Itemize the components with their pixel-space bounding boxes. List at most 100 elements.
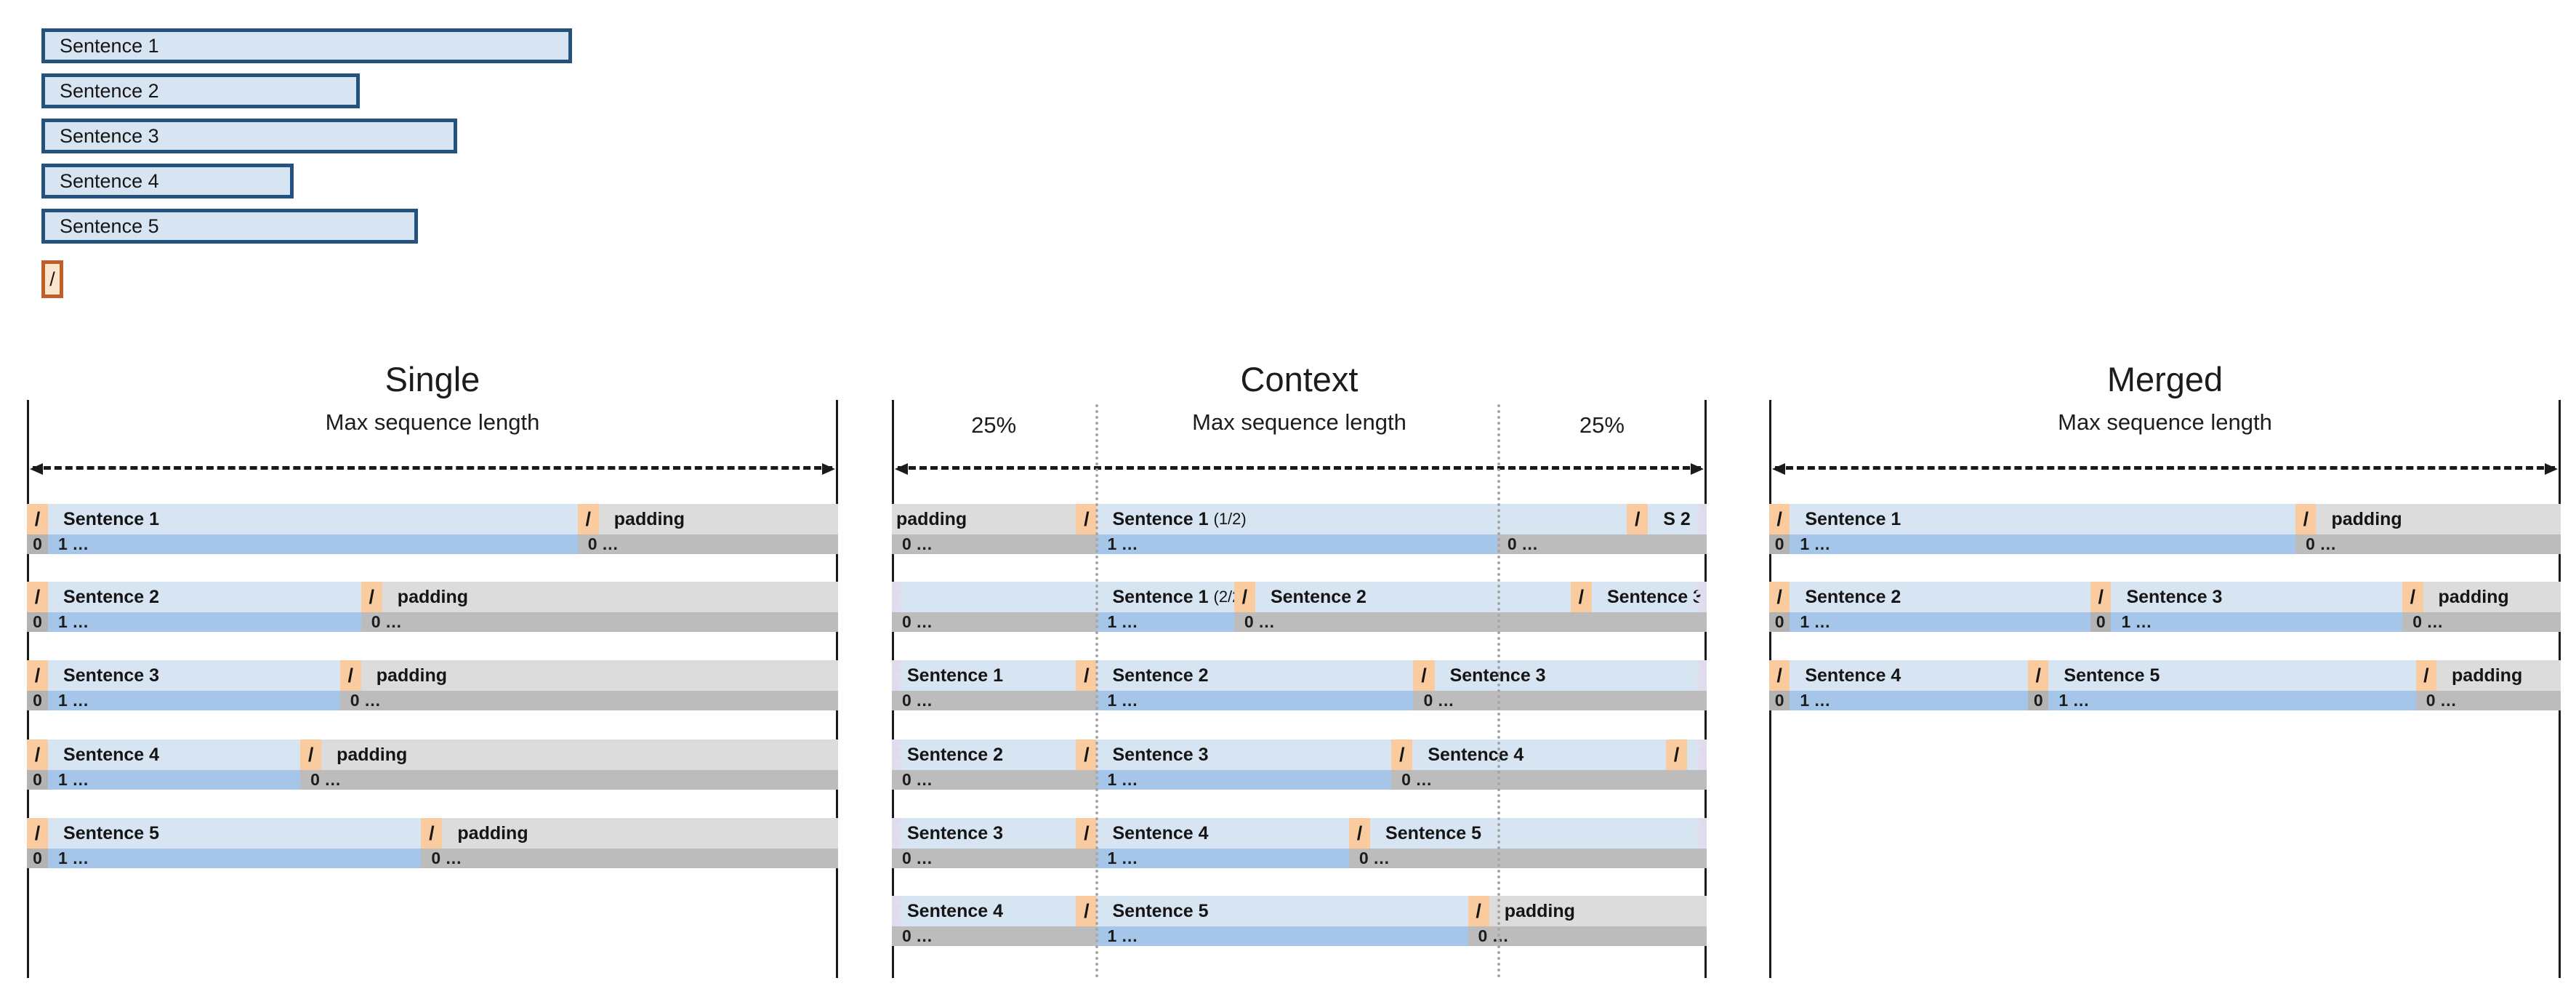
mask-zero-segment: 0 — [1769, 612, 1790, 632]
mask-value: 0 … — [431, 849, 462, 867]
token-label: S 2 — [1663, 508, 1691, 529]
token-label: Sentence 4 — [1428, 744, 1524, 765]
token-label: / — [34, 508, 41, 530]
sentence-segment: S 2 — [1648, 504, 1707, 534]
token-label: padding — [337, 744, 408, 765]
mask-zero-segment: 0 … — [1468, 926, 1707, 946]
mask-value: 1 … — [2058, 691, 2090, 710]
sentence-segment: Sentence 2 — [1097, 660, 1414, 691]
token-label: / — [1084, 508, 1090, 530]
separator-token: / — [2090, 582, 2112, 612]
token-label: Sentence 3 — [2126, 586, 2223, 607]
mask-value: 0 — [1774, 612, 1784, 631]
mask-value: 1 … — [58, 691, 89, 710]
token-label: / — [2098, 585, 2104, 608]
torn-edge-right — [1694, 660, 1707, 691]
separator-token: / — [1076, 504, 1098, 534]
legend-sentence-label: Sentence 5 — [60, 215, 159, 237]
padding-segment: padding — [442, 818, 838, 849]
padding-segment: padding — [2436, 660, 2561, 691]
mask-value: 0 … — [587, 534, 619, 553]
separator-token: / — [1769, 504, 1790, 534]
legend-sentence-bar: Sentence 1 — [41, 28, 572, 63]
mask-zero-segment: 0 — [2090, 612, 2112, 632]
token-label: / — [1241, 585, 1248, 608]
mask-value: 0 … — [902, 849, 933, 867]
mask-one-segment: 1 … — [1097, 534, 1497, 554]
right-context-percent-label: 25% — [1579, 412, 1625, 438]
token-label: / — [1776, 664, 1782, 686]
panel-context: Context Max sequence length 25% 25% padd… — [892, 0, 1707, 994]
mask-value: 0 — [33, 534, 42, 553]
separator-token: / — [1769, 660, 1790, 691]
token-label: padding — [2331, 508, 2402, 529]
torn-edge-right — [1694, 504, 1707, 534]
mask-value: 1 … — [1800, 691, 1831, 710]
token-label: Sentence 2 — [1805, 586, 1901, 607]
panel-title: Merged — [2106, 360, 2223, 398]
mask-value: 1 … — [1107, 849, 1138, 867]
separator-token: / — [1391, 740, 1413, 770]
separator-token: / — [27, 818, 49, 849]
mask-value: 0 … — [1244, 612, 1275, 631]
token-label: / — [1084, 743, 1090, 766]
separator-token: / — [1076, 740, 1098, 770]
mask-value: 0 … — [1507, 534, 1539, 553]
token-label: / — [307, 743, 314, 766]
token-label: / — [1776, 508, 1782, 530]
mask-value: 0 … — [902, 926, 933, 945]
mask-value: 0 … — [350, 691, 381, 710]
mask-zero-segment: 0 — [27, 534, 49, 554]
token-label: Sentence 3 — [1112, 744, 1209, 765]
mask-zero-segment: 0 … — [1497, 534, 1707, 554]
mask-value: 1 … — [1107, 770, 1138, 789]
mask-value: 0 … — [2426, 691, 2457, 710]
separator-token: / — [27, 660, 49, 691]
separator-token: / — [2402, 582, 2423, 612]
mask-value: 1 … — [58, 770, 89, 789]
padding-segment: padding — [892, 504, 1076, 534]
token-label: Sentence 4 — [907, 900, 1004, 921]
token-label: / — [1398, 743, 1405, 766]
token-label: Sentence 5 — [1385, 822, 1482, 843]
left-context-guide-line — [1095, 404, 1099, 978]
token-label: Sentence 4 — [1805, 665, 1901, 686]
token-label: / — [2303, 508, 2309, 530]
sentence-segment: Sentence 5 — [2048, 660, 2416, 691]
token-label: padding — [896, 508, 967, 529]
mask-zero-segment: 0 … — [2402, 612, 2561, 632]
mask-one-segment: 1 … — [48, 770, 301, 790]
mask-one-segment: 1 … — [1097, 691, 1414, 710]
separator-token: / — [27, 582, 49, 612]
mask-value: 1 … — [2121, 612, 2152, 631]
mask-one-segment: 1 … — [1097, 612, 1234, 632]
sentence-segment: Sentence 1(1/2) — [1097, 504, 1627, 534]
separator-token: / — [1076, 818, 1098, 849]
mask-zero-segment: 0 … — [2415, 691, 2561, 710]
separator-token: / — [1076, 660, 1098, 691]
mask-value: 0 … — [2412, 612, 2444, 631]
separator-token: / — [577, 504, 599, 534]
token-label: padding — [397, 586, 469, 607]
token-note: (1/2) — [1213, 510, 1247, 528]
sentence-segment: Sentence 5 — [1370, 818, 1707, 849]
mask-zero-segment: 0 — [27, 612, 49, 632]
token-label: / — [2035, 664, 2041, 686]
mask-one-segment: 1 … — [1790, 691, 2029, 710]
mask-zero-segment: 0 … — [2295, 534, 2561, 554]
separator-token: / — [1076, 896, 1098, 926]
mask-one-segment: 1 … — [1097, 849, 1349, 868]
token-label: Sentence 1 — [1112, 586, 1209, 607]
mask-zero-segment: 0 — [27, 691, 49, 710]
mask-value: 0 — [2033, 691, 2043, 710]
token-label: padding — [1504, 900, 1575, 921]
sentence-segment: Sentence 2 — [48, 582, 361, 612]
sentence-segment: Sentence 5 — [1097, 896, 1468, 926]
sentence-segment: Sentence 3 — [892, 818, 1076, 849]
mask-zero-segment: 0 — [1769, 534, 1790, 554]
mask-one-segment: 1 … — [1790, 612, 2091, 632]
